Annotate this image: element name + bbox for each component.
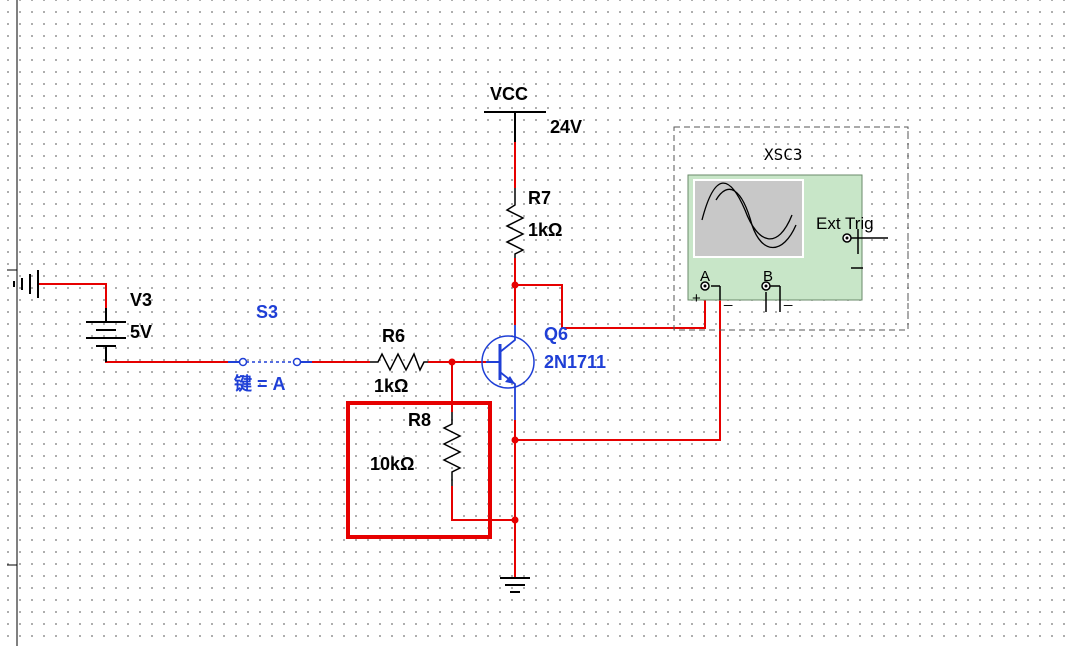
junction-dot <box>511 281 519 289</box>
ground-icon[interactable] <box>500 577 530 593</box>
scope-a-minus: _ <box>723 290 733 307</box>
scope-b-terminal[interactable] <box>761 281 781 312</box>
junctions <box>448 281 519 524</box>
npn-transistor-icon[interactable] <box>481 325 535 420</box>
scope-ext-trig: Ext Trig <box>816 214 874 233</box>
scope-channel-b: B <box>763 268 773 285</box>
transistor-name: Q6 <box>544 324 568 344</box>
r7-name: R7 <box>528 188 551 208</box>
r6-value: 1kΩ <box>374 376 408 396</box>
scope-channel-a: A <box>700 268 710 285</box>
junction-dot <box>448 358 456 366</box>
wire-ground-battery[interactable] <box>38 283 107 308</box>
resistor-icon[interactable] <box>505 188 525 258</box>
resistor-icon[interactable] <box>370 352 428 372</box>
battery-value: 5V <box>130 322 152 342</box>
r8-value: 10kΩ <box>370 454 414 474</box>
scope-a-plus: + <box>692 290 701 307</box>
wire-emitter-scope-minus[interactable] <box>515 292 721 441</box>
battery-name: V3 <box>130 290 152 310</box>
vcc-value: 24V <box>550 117 582 137</box>
r6-name: R6 <box>382 326 405 346</box>
r6-resistor[interactable] <box>370 352 428 372</box>
scope-selection-frame[interactable] <box>673 126 909 331</box>
r7-resistor[interactable] <box>505 188 525 258</box>
resistor-icon[interactable] <box>442 412 462 486</box>
wire-collector-scope-a[interactable] <box>515 284 706 329</box>
selection-box[interactable] <box>346 401 492 539</box>
vcc-name: VCC <box>490 84 528 104</box>
junction-dot <box>511 516 519 524</box>
ground-icon[interactable] <box>13 270 39 298</box>
switch-key-label: 键 = A <box>233 373 286 394</box>
wire-r8-emitter[interactable] <box>451 486 515 521</box>
scope-name: XSC3 <box>764 145 803 164</box>
scope-a-terminal[interactable] <box>700 281 721 300</box>
wire-battery-switch[interactable] <box>105 347 228 363</box>
r8-resistor[interactable] <box>442 412 462 486</box>
r8-name: R8 <box>408 410 431 430</box>
vcc-supply-icon[interactable] <box>484 111 546 142</box>
transistor-model: 2N1711 <box>544 352 606 372</box>
r7-value: 1kΩ <box>528 220 562 240</box>
switch-icon[interactable] <box>238 357 302 367</box>
sine-wave-icon <box>701 182 797 249</box>
oscilloscope-icon[interactable] <box>687 174 863 301</box>
switch-name: S3 <box>256 302 278 322</box>
ext-trig-terminal[interactable] <box>842 229 888 269</box>
junction-dot <box>511 436 519 444</box>
battery-icon[interactable] <box>86 308 126 362</box>
scope-b-minus: _ <box>783 290 793 307</box>
